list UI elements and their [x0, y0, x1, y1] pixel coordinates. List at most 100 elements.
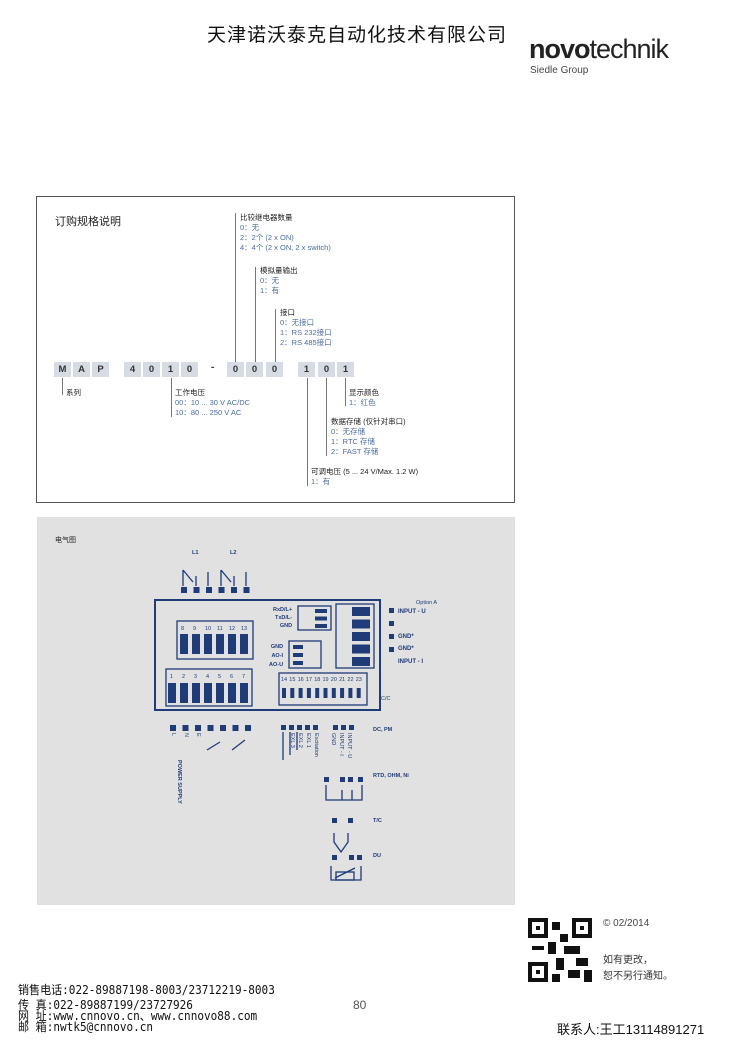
input-terminal — [352, 632, 370, 641]
terminal-number: 8 — [181, 626, 185, 632]
screw-terminal — [331, 688, 336, 698]
spec-option: 1：有 — [260, 286, 280, 295]
ao-terminal — [293, 645, 303, 649]
input-option-terminal — [389, 647, 394, 652]
tc-wiring — [333, 833, 349, 854]
spec-label: 模拟量输出 — [260, 266, 298, 275]
leader-line — [275, 309, 276, 362]
serial-labels: RxD/L+ TxD/L- GND — [273, 606, 292, 630]
screw-terminal — [315, 688, 320, 698]
code-digit: 1 — [337, 362, 354, 377]
analog-labels: GND AO-I AO-U — [269, 643, 283, 670]
change-note-1: 如有更改， — [603, 955, 653, 966]
leader-line — [171, 378, 172, 417]
serial-terminal — [315, 624, 327, 628]
rtd-terminal — [340, 777, 345, 782]
relay-terminal — [193, 587, 200, 593]
terminal-number: 5 — [218, 674, 222, 680]
relay-terminal — [243, 587, 250, 593]
code-digit: P — [92, 362, 109, 377]
screw-terminal — [356, 688, 361, 698]
terminal-number: 4 — [206, 674, 210, 680]
contact: 联系人:王工13114891271 — [557, 1022, 705, 1037]
type-du: DU — [373, 853, 381, 859]
input-i-label: INPUT - I — [398, 659, 423, 665]
excitation-label: EXL 2 — [297, 733, 303, 748]
screw-terminal — [180, 634, 188, 654]
screw-terminal — [240, 634, 248, 654]
cc-label: C/C — [381, 696, 391, 702]
spec-option: 1：红色 — [349, 398, 376, 407]
code-digit: A — [73, 362, 90, 377]
website: 网 址:www.cnnovo.cn、www.cnnovo88.com — [18, 1009, 258, 1023]
logo-bold: novo — [529, 34, 590, 64]
spec-label: 可调电压 (5 ... 24 V/Max. 1.2 W) — [311, 467, 419, 476]
screw-terminal — [228, 634, 236, 654]
voltage-spec: 工作电压 00：10 ... 30 V AC/DC 10：80 ... 250 … — [175, 388, 250, 418]
excitation-terminal — [289, 725, 294, 730]
code-separator: - — [211, 362, 215, 373]
code-digit: 0 — [318, 362, 335, 377]
excitation-terminal — [281, 725, 286, 730]
lower-terminal-block — [165, 668, 253, 707]
power-terminal — [170, 725, 176, 731]
spec-option: 0：无接口 — [280, 318, 315, 327]
power-terminal — [195, 725, 201, 731]
terminal-number: 6 — [230, 674, 234, 680]
copyright: © 02/2014 — [603, 918, 650, 929]
input-u-label: INPUT - U — [398, 609, 426, 615]
du-terminal — [357, 855, 362, 860]
terminal-number: 22 — [347, 677, 354, 683]
screw-terminal — [216, 634, 224, 654]
terminal-number: 16 — [297, 677, 304, 683]
power-terminal — [220, 725, 226, 731]
power-terminal — [182, 725, 189, 731]
terminal-number: 23 — [355, 677, 362, 683]
terminal-number: 21 — [339, 677, 346, 683]
serial-terminal — [315, 616, 327, 621]
terminal-number: 18 — [314, 677, 321, 683]
tc-terminal — [332, 818, 337, 823]
rtd-terminal — [358, 777, 363, 782]
spec-option: 0：无 — [240, 223, 260, 232]
fax: 传 真:022-89887199/23727926 — [18, 998, 193, 1012]
sales-phone: 销售电话:022-89887198-8003/23712219-8003 — [18, 983, 275, 997]
option-label: Option A — [416, 600, 438, 606]
spec-option: 00：10 ... 30 V AC/DC — [175, 398, 251, 407]
logo-subtitle: Siedle Group — [530, 65, 589, 76]
relay-terminal — [181, 587, 187, 593]
screw-terminal — [204, 683, 212, 703]
order-title: 订购规格说明 — [55, 216, 121, 228]
terminal-number: 20 — [330, 677, 337, 683]
order-code-box — [36, 196, 515, 503]
input-terminal — [352, 644, 370, 654]
terminal-number: 13 — [241, 626, 248, 632]
power-supply-label: POWER SUPPLY — [176, 760, 182, 804]
excitation-terminal — [313, 725, 318, 730]
screw-terminal — [298, 688, 303, 698]
spec-option: 2：FAST 存储 — [331, 447, 379, 456]
screw-terminal — [180, 683, 188, 703]
du-terminal — [332, 855, 337, 860]
spec-option: 0：无存储 — [331, 427, 366, 436]
serial-terminal — [315, 609, 327, 613]
spec-option: 1：RS 232接口 — [280, 328, 332, 337]
screw-terminal — [228, 683, 236, 703]
spec-label: 工作电压 — [175, 388, 205, 397]
terminal-number: 14 — [281, 677, 288, 683]
serial-rxd: RxD/L+ — [273, 607, 293, 613]
adjust-spec: 可调电压 (5 ... 24 V/Max. 1.2 W) 1：有 — [311, 467, 418, 487]
rtd-terminal — [348, 777, 353, 782]
relay-label-l1: L1 — [192, 550, 199, 556]
terminal-number: 10 — [205, 626, 212, 632]
spec-option: 2：RS 485接口 — [280, 338, 332, 347]
excitation-label: INPUT - I — [338, 733, 344, 756]
potentiometer — [335, 871, 355, 881]
input-option-terminal — [389, 621, 394, 626]
input-block — [335, 603, 375, 669]
relay-terminal — [231, 587, 237, 593]
code-digit: 4 — [124, 362, 141, 377]
power-pin-label: N — [182, 733, 189, 737]
spec-label: 比较继电器数量 — [240, 213, 293, 222]
